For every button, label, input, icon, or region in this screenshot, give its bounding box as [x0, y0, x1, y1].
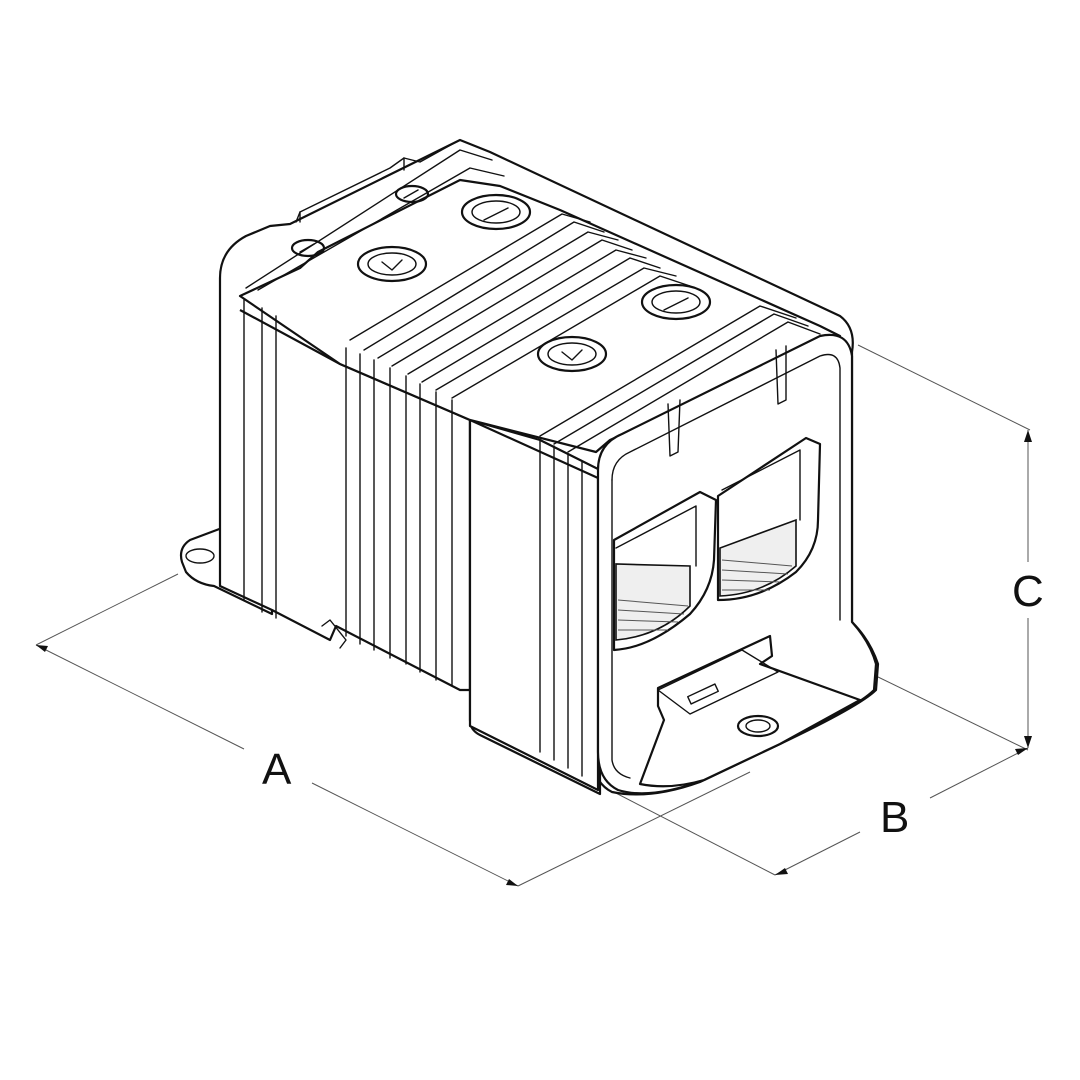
din-clip	[321, 619, 347, 649]
top-ribs	[245, 149, 821, 453]
clamp-screw-3	[536, 335, 608, 373]
thread-hatching	[617, 559, 793, 631]
side-ribs	[243, 299, 583, 777]
dimension-a: A	[35, 573, 751, 887]
front-mounting-foot	[638, 634, 862, 788]
terminal-block	[179, 138, 880, 796]
dimension-label-a: A	[262, 745, 292, 794]
dimension-label-c: C	[1012, 567, 1044, 616]
dimension-c: C	[857, 344, 1044, 748]
rail-screw-2	[394, 184, 430, 204]
dimension-b: B	[609, 675, 1029, 876]
mounting-hole	[736, 714, 780, 738]
clamp-screw-2	[460, 193, 532, 231]
clamp-screw-1	[356, 245, 428, 283]
rail-screw-1	[290, 238, 326, 258]
dimension-label-b: B	[880, 793, 909, 842]
clamp-screw-4	[640, 283, 712, 321]
